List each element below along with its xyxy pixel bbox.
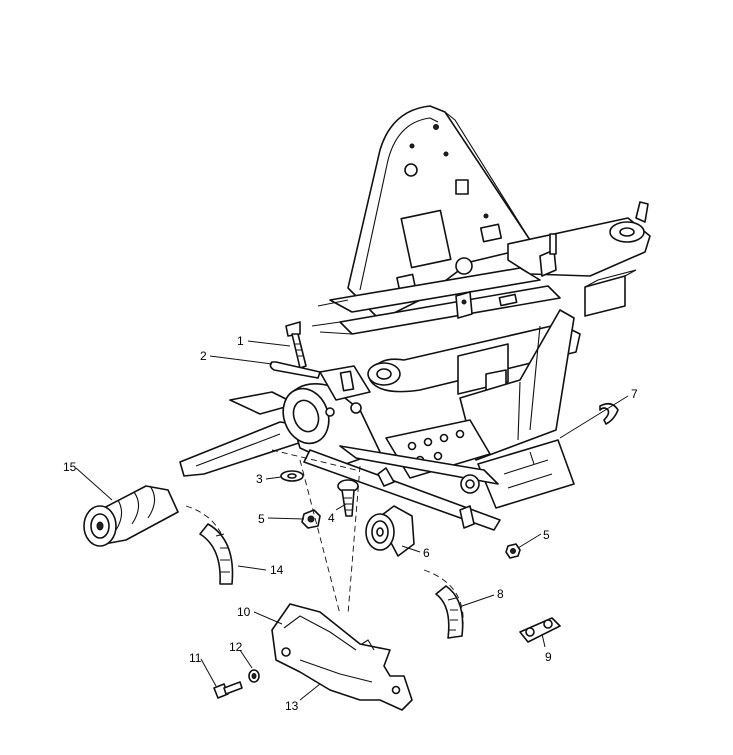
- callout-8: 8: [497, 587, 504, 601]
- callout-13: 13: [285, 699, 299, 713]
- callout-10: 10: [237, 605, 251, 619]
- frame-upper-crosstube: [507, 201, 651, 317]
- callout-9: 9: [545, 650, 552, 664]
- callout-2: 2: [200, 349, 207, 363]
- nut-part-5-right: [505, 543, 521, 559]
- screw-part-11: [213, 681, 243, 699]
- leader-lines: [75, 340, 629, 701]
- callout-11: 11: [189, 651, 202, 665]
- bolt-part-4: [337, 479, 359, 517]
- callout-1: 1: [237, 334, 244, 348]
- master-link-part-9: [519, 617, 561, 643]
- washer-part-3: [280, 470, 304, 482]
- callout-12: 12: [229, 640, 243, 654]
- nut-part-5-left: [301, 509, 321, 529]
- callout-5-right: 5: [543, 528, 550, 542]
- chain-part-14: [185, 505, 234, 585]
- chain-guard-part-10: [271, 603, 413, 711]
- callout-3: 3: [256, 472, 263, 486]
- frame-side-rails: [311, 267, 561, 335]
- eccentric-part-15: [83, 485, 179, 547]
- axle-carrier: [179, 365, 501, 531]
- callout-labels: 1 2 3 4 5 5 6 7 8 9 10 11 12 13 14 15: [63, 334, 638, 713]
- callout-5-left: 5: [258, 512, 265, 526]
- callout-6: 6: [423, 546, 430, 560]
- sprocket-hub-part-6: [365, 505, 415, 557]
- frame-lower-strut: [385, 309, 575, 509]
- callout-4: 4: [328, 511, 335, 525]
- pin-part-2: [269, 361, 321, 379]
- bolt-part-1: [285, 321, 307, 369]
- frame-pivot-arm: [367, 323, 581, 397]
- chain-part-8: [423, 569, 464, 639]
- callout-7: 7: [631, 387, 638, 401]
- callout-15: 15: [63, 460, 77, 474]
- frame-upright-plate: [347, 105, 531, 321]
- washer-part-12: [248, 669, 260, 683]
- callout-14: 14: [270, 563, 284, 577]
- ring-part-7: [599, 402, 619, 425]
